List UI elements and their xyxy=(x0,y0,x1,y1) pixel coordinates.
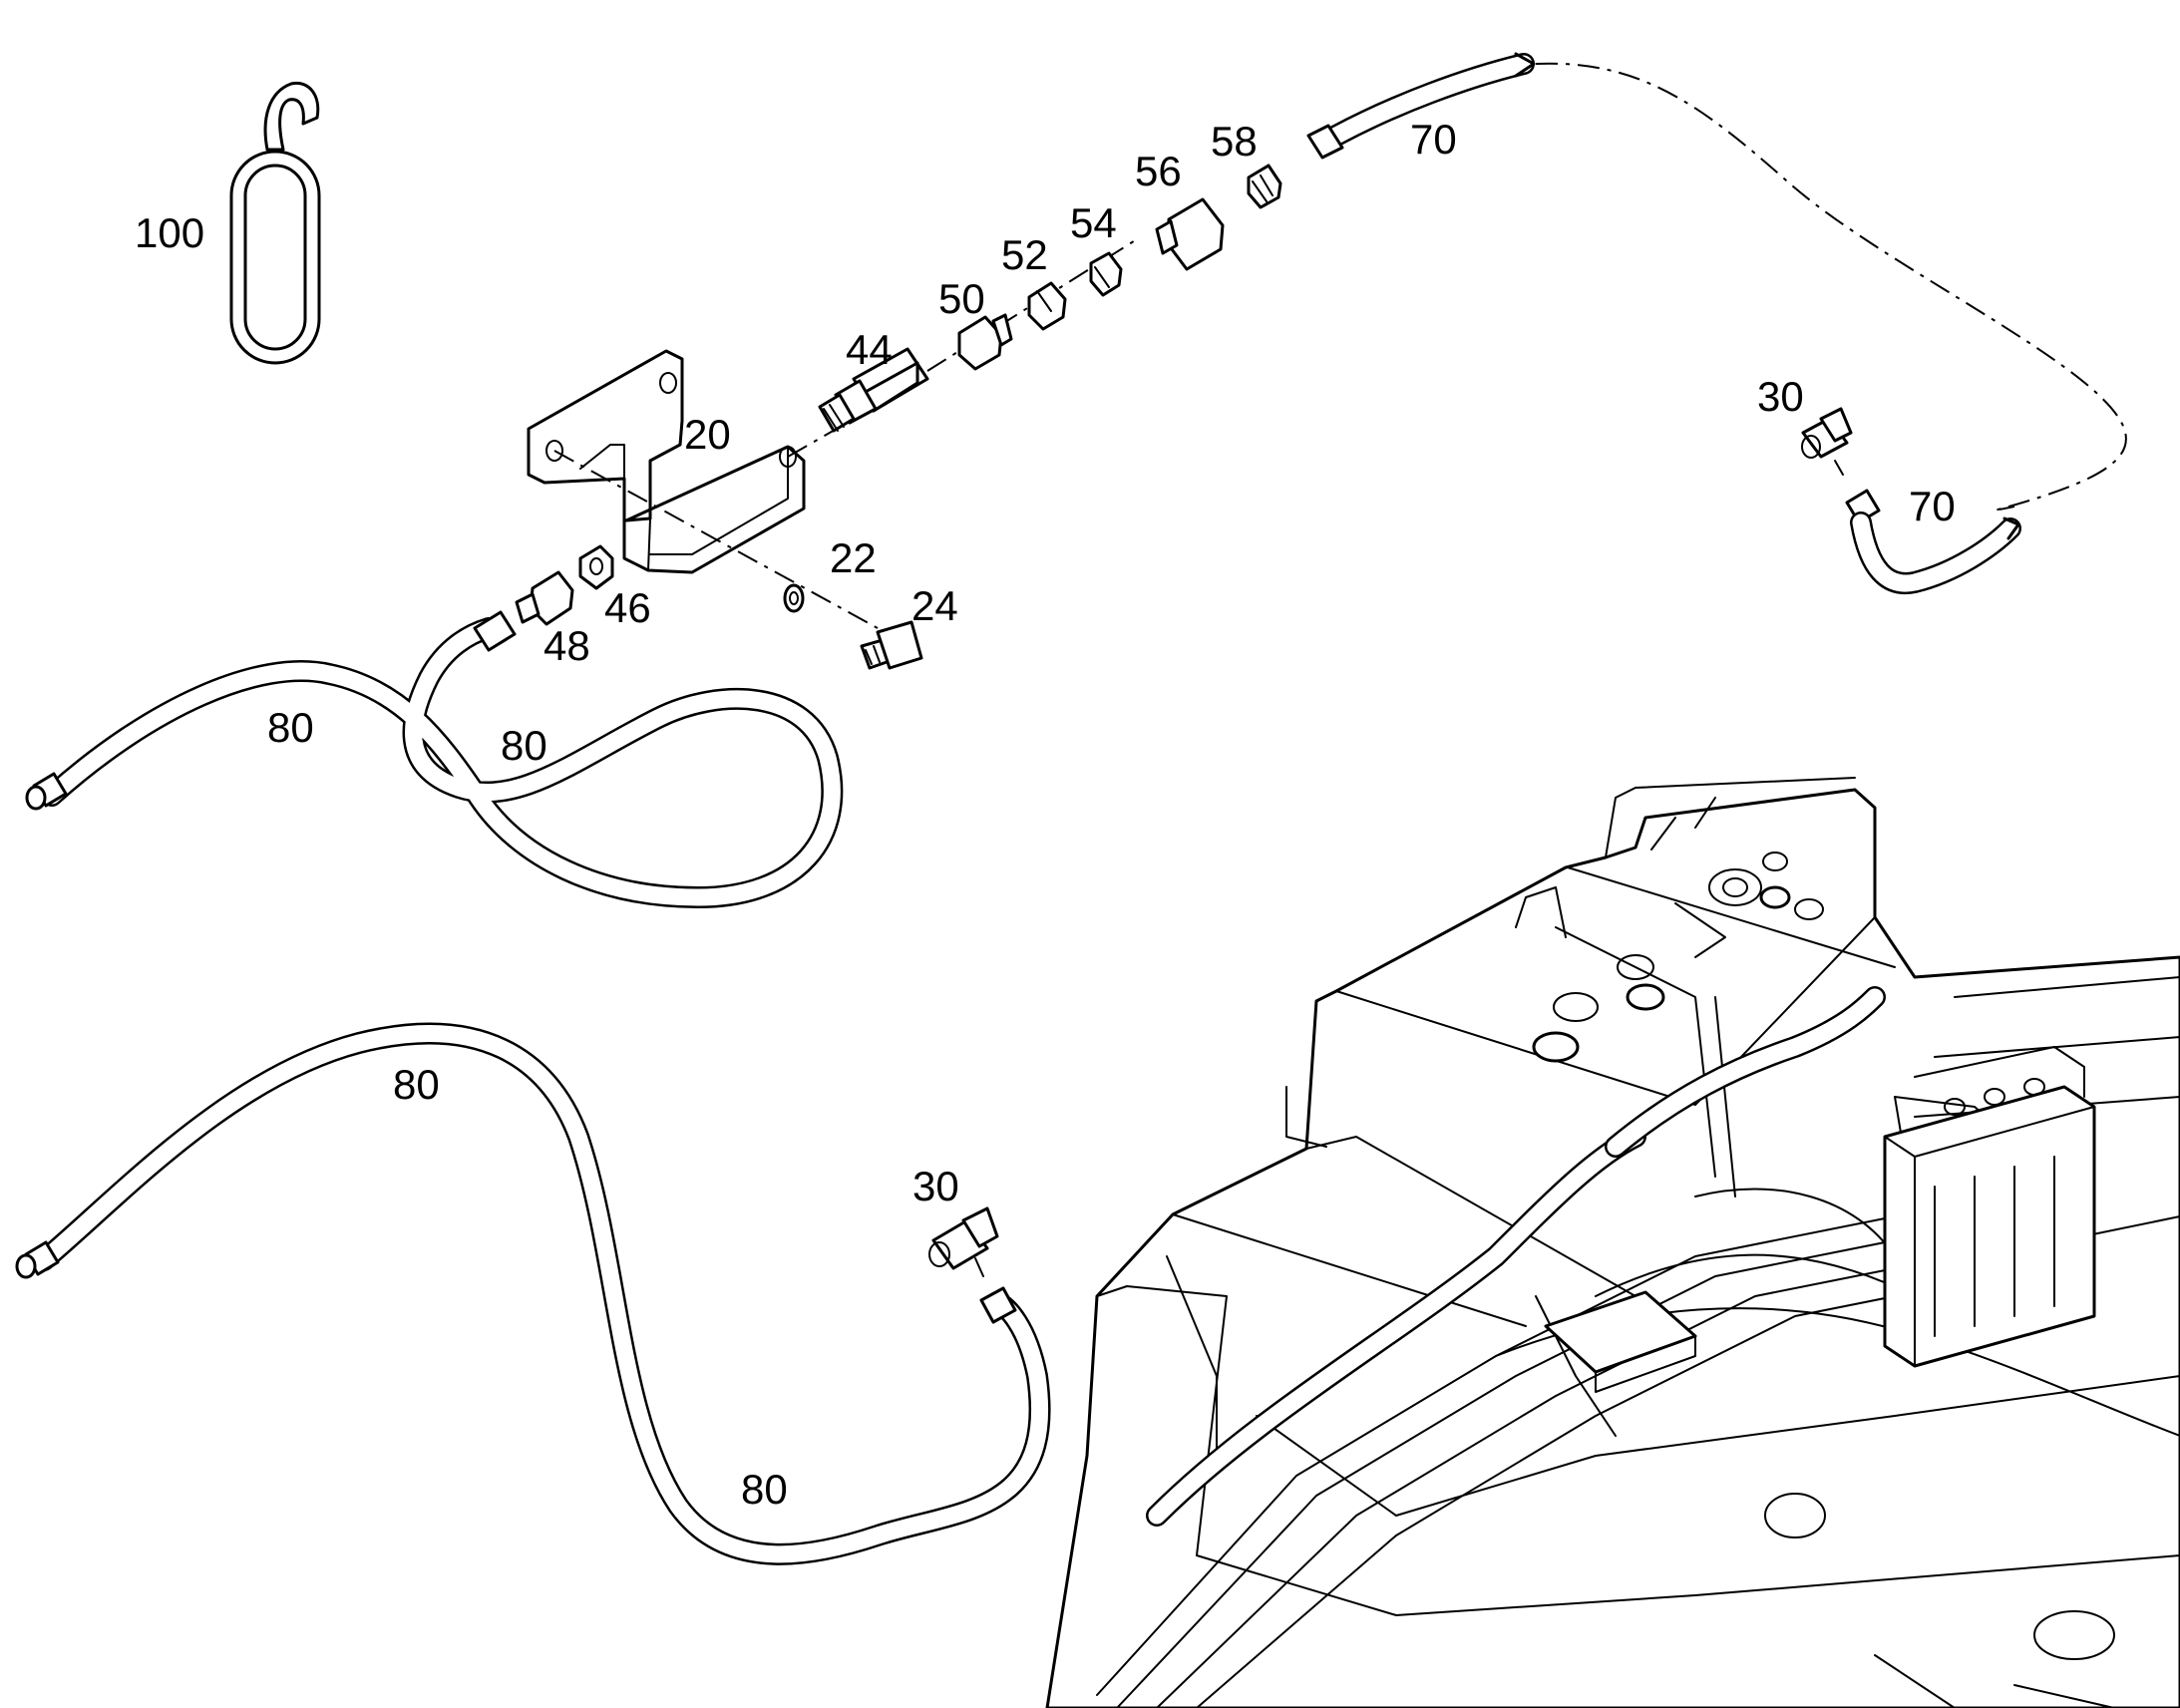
machine-frame-assembly xyxy=(1045,777,2180,1708)
part-46-nut xyxy=(578,544,614,590)
part-80-hose-lower xyxy=(15,1022,1051,1565)
hose-routing-line xyxy=(1535,62,2127,512)
label-22: 22 xyxy=(830,534,877,581)
label-44: 44 xyxy=(846,326,893,373)
assembly-line-bracket xyxy=(553,450,879,629)
label-100: 100 xyxy=(135,209,204,256)
label-80-upper-left: 80 xyxy=(267,704,314,751)
label-48: 48 xyxy=(544,622,590,669)
control-valve-block xyxy=(1883,1046,2096,1368)
part-54-fitting xyxy=(1089,251,1123,297)
part-70-hose-upper xyxy=(1306,52,1536,160)
label-80-upper-right: 80 xyxy=(501,722,547,769)
part-44-pressure-switch xyxy=(818,347,929,433)
part-58-adapter xyxy=(1247,164,1282,209)
label-52: 52 xyxy=(1001,231,1048,278)
label-80-lower-top: 80 xyxy=(393,1061,440,1108)
part-56-coupler xyxy=(1155,197,1225,271)
machine-hose-bundle xyxy=(1096,986,2180,1708)
label-70-upper: 70 xyxy=(1410,116,1457,163)
label-30-lower: 30 xyxy=(912,1163,959,1209)
electrical-box xyxy=(1544,1290,1697,1393)
part-48-fitting xyxy=(515,570,574,626)
part-70-hose-lower xyxy=(1845,489,2021,594)
label-58: 58 xyxy=(1211,118,1258,165)
label-24: 24 xyxy=(911,582,958,629)
part-24-bolt xyxy=(860,620,923,670)
part-50-fitting xyxy=(957,313,1013,371)
label-56: 56 xyxy=(1135,148,1182,194)
part-20-bracket xyxy=(527,349,806,574)
part-number-labels: 100 20 22 24 44 46 48 50 52 54 56 58 70 … xyxy=(135,116,1956,1513)
part-22-washer xyxy=(783,583,805,613)
label-80-lower-bottom: 80 xyxy=(741,1466,788,1513)
label-46: 46 xyxy=(604,584,651,631)
part-80-hose-upper xyxy=(25,610,844,908)
label-70-lower: 70 xyxy=(1909,483,1956,529)
filler-caps xyxy=(1532,885,1791,1063)
label-30-upper: 30 xyxy=(1757,373,1804,420)
part-30-tee-upper xyxy=(1801,407,1853,476)
part-30-tee-lower xyxy=(928,1206,999,1277)
label-50: 50 xyxy=(938,275,985,322)
label-54: 54 xyxy=(1070,199,1117,246)
part-52-fitting xyxy=(1027,281,1067,331)
assembly-line-switch xyxy=(787,416,859,458)
part-100-cable-strap xyxy=(229,81,321,365)
label-20: 20 xyxy=(684,411,731,458)
